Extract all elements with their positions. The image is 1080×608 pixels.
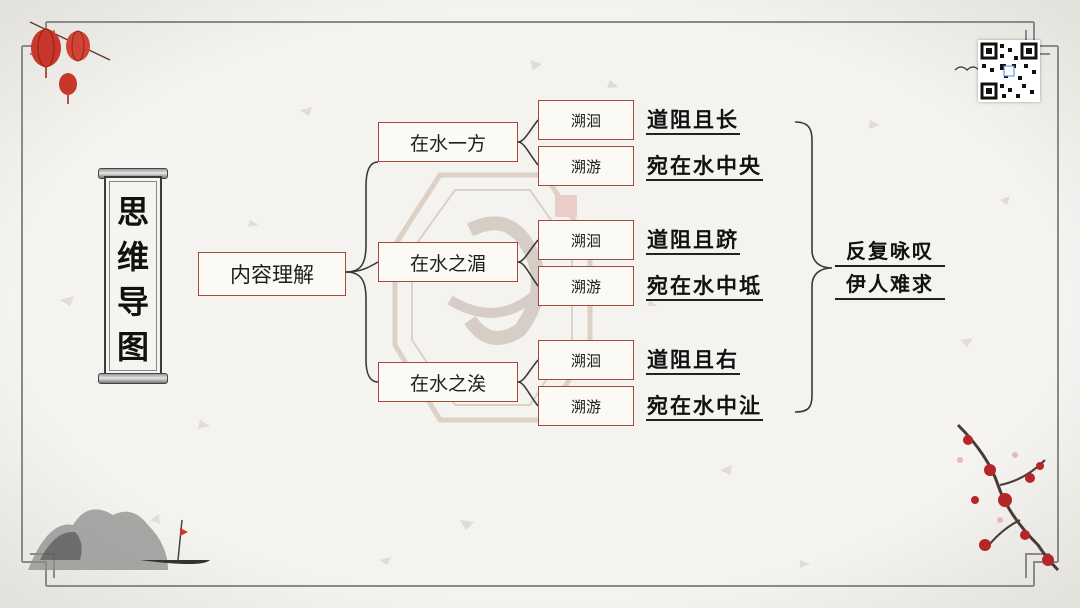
scroll-rod-bottom (98, 373, 168, 384)
sub-node-suyou: 溯游 (538, 266, 634, 306)
root-node: 内容理解 (198, 252, 346, 296)
title-char: 维 (98, 235, 168, 280)
qr-code-icon (978, 40, 1040, 102)
sub-node-suhui: 溯洄 (538, 100, 634, 140)
result-text: 宛在水中坻 (646, 273, 763, 301)
result-text: 道阻且右 (646, 347, 740, 375)
summary-line-1: 反复咏叹 (835, 238, 945, 267)
sub-node-suyou: 溯游 (538, 386, 634, 426)
sub-node-suhui: 溯洄 (538, 340, 634, 380)
branch-node-2: 在水之湄 (378, 242, 518, 282)
title-char: 图 (98, 325, 168, 370)
result-text: 道阻且长 (646, 107, 740, 135)
result-text: 宛在水中央 (646, 153, 763, 181)
summary-block: 反复咏叹 伊人难求 (835, 238, 945, 304)
branch-node-1: 在水一方 (378, 122, 518, 162)
sub-node-suyou: 溯游 (538, 146, 634, 186)
scroll-title-text: 思 维 导 图 (98, 190, 168, 370)
sub-node-suhui: 溯洄 (538, 220, 634, 260)
branch-node-3: 在水之涘 (378, 362, 518, 402)
result-text: 宛在水中沚 (646, 393, 763, 421)
title-char: 思 (98, 190, 168, 235)
title-char: 导 (98, 280, 168, 325)
result-text: 道阻且跻 (646, 227, 740, 255)
title-scroll: 思 维 导 图 (98, 168, 168, 384)
summary-line-2: 伊人难求 (835, 271, 945, 300)
